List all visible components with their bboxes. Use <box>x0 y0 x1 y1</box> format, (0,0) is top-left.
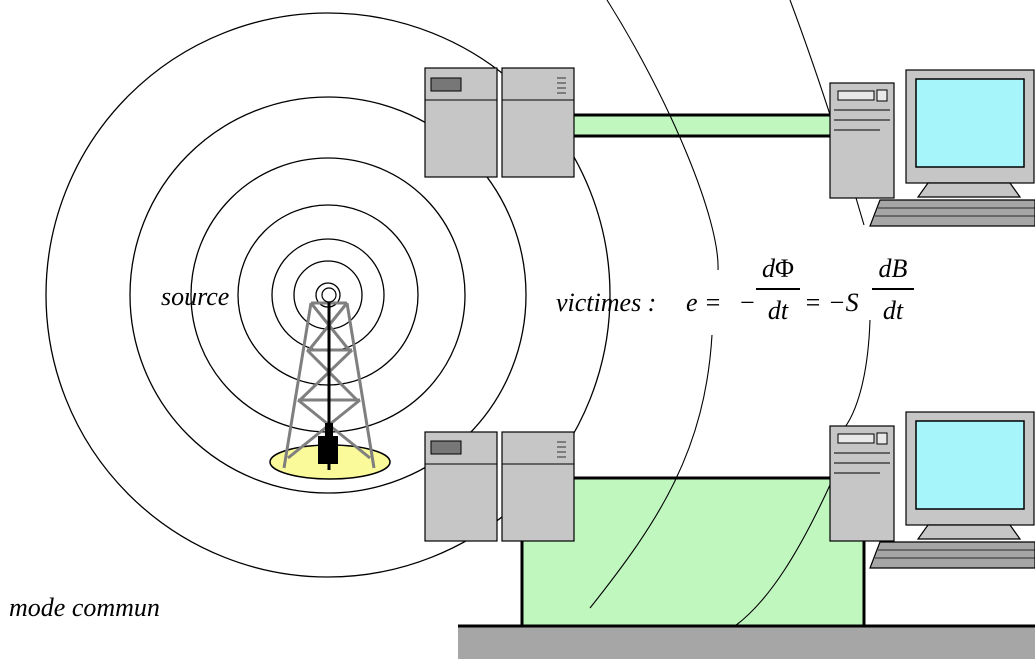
fraction-denominator: dt <box>767 296 789 325</box>
mode-commun-label: mode commun <box>9 593 160 622</box>
field-line <box>734 484 831 627</box>
antenna-tower-icon <box>269 287 391 480</box>
formula-lhs: e = <box>686 288 722 317</box>
fraction-denominator: dt <box>882 296 904 325</box>
field-line <box>589 334 713 609</box>
computer-workstation-icon <box>829 69 1035 227</box>
field-line <box>837 319 871 436</box>
formula-minus: − <box>740 288 755 317</box>
fraction-db-dt: dB dt <box>872 256 914 324</box>
fraction-dphi-dt: dΦ dt <box>756 256 800 324</box>
upper-cable <box>574 115 832 136</box>
field-lines <box>589 0 871 627</box>
radiation-ring <box>45 12 611 578</box>
ground-plane <box>458 626 1035 659</box>
fraction-numerator: dΦ <box>761 254 794 283</box>
radiation-ring <box>129 96 527 494</box>
fraction-numerator: dB <box>878 254 908 283</box>
server-cabinet-icon <box>424 67 575 178</box>
source-label: source <box>161 282 230 311</box>
common-mode-loop <box>520 476 866 628</box>
field-line <box>606 0 719 271</box>
fraction-bar <box>872 288 914 290</box>
formula-mid: = −S <box>804 288 859 317</box>
fraction-bar <box>756 288 800 290</box>
computer-workstation-icon <box>829 411 1035 569</box>
victimes-label: victimes : <box>556 288 657 317</box>
server-cabinet-icon <box>424 431 575 542</box>
